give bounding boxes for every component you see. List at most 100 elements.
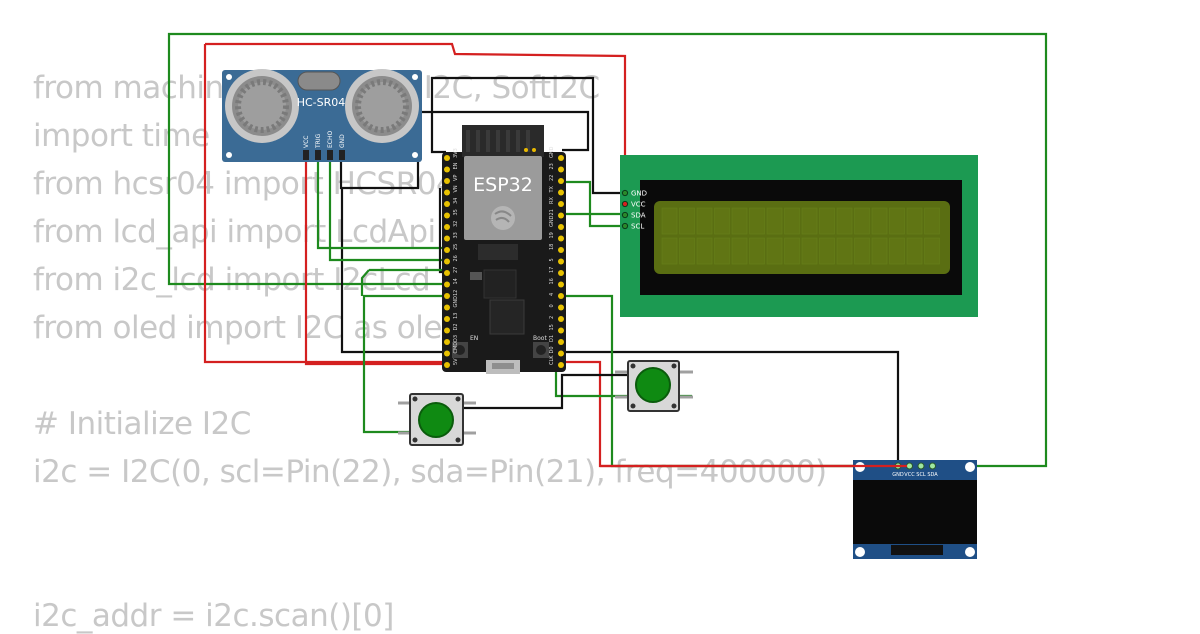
wire-gnd-esp[interactable] [430,150,446,154]
esp32-pin-label: 15 [549,324,555,330]
esp32-pin-left[interactable] [444,327,450,334]
wire-button-gnd[interactable] [462,373,630,410]
lcd-pin[interactable] [621,189,629,197]
wire-echo[interactable] [328,150,446,262]
sensor-pin-label: TRIG [315,133,322,149]
esp32-pin-right[interactable] [558,178,564,184]
esp32-pin-label: 16 [549,278,555,284]
esp32-pin-right[interactable] [558,212,564,219]
esp32-pin-right[interactable] [558,281,564,288]
code-line: # Initialize I2C [33,406,251,442]
lcd-pin-label: SDA [631,212,646,220]
esp32-pin-left[interactable] [444,189,450,196]
esp32-pin-left[interactable] [444,247,450,253]
lcd-pin[interactable] [621,222,629,230]
esp32-pin-label: 5 [549,258,555,261]
esp32-pin-left[interactable] [444,155,450,161]
esp32-pin-right[interactable] [558,189,564,196]
esp32-pin-right[interactable] [558,339,564,345]
esp32-pin-left[interactable] [444,293,450,299]
esp32-pin-right[interactable] [558,235,564,242]
wire-sensor-vcc[interactable] [304,150,445,366]
esp32-pin-left[interactable] [444,362,450,368]
push-button-left[interactable] [398,393,476,446]
esp32-pin-left[interactable] [444,339,450,345]
code-line: from lcd_api import LcdApi [33,214,436,250]
esp32-pin-label: 5V [453,358,459,365]
wire-trig[interactable] [316,150,446,250]
sensor-pin[interactable] [303,150,309,160]
esp32-pin-left[interactable] [444,281,450,288]
esp32-pin-left[interactable] [444,224,450,230]
esp32-pin-label: 12 [453,290,459,296]
esp32-pin-left[interactable] [444,350,450,357]
esp32-pin-label: 14 [453,278,459,284]
esp32-pin-left[interactable] [444,304,450,311]
esp32-pin-right[interactable] [558,155,564,161]
esp32-board[interactable]: ESP32 EN Boot 3V3ENVPVN34353233252627141… [442,125,566,374]
esp32-pin-right[interactable] [558,258,564,265]
push-button-left-cap[interactable] [418,402,454,438]
push-button-right[interactable] [615,360,693,412]
esp32-pin-right[interactable] [558,362,564,368]
wire-button2[interactable] [562,294,920,468]
wire-lcd-scl[interactable] [562,180,625,228]
sensor-label: HC-SR04 [297,96,346,109]
esp32-pin-left[interactable] [444,258,450,265]
wire-vcc-top[interactable] [205,42,627,203]
code-line: import time [33,118,210,154]
esp32-pin-right[interactable] [558,293,564,299]
esp32-pin-label: VP [453,175,459,181]
esp32-pin-label: 23 [549,163,555,169]
esp32-pin-right[interactable] [558,327,564,334]
code-line: i2c = I2C(0, scl=Pin(22), sda=Pin(21), f… [33,454,827,490]
code-line: i2c_addr = i2c.scan()[0] [33,598,394,634]
esp32-pin-right[interactable] [558,350,564,357]
oled-screen [853,480,977,544]
oled-pin[interactable] [929,462,936,470]
lcd-pin-label: SCL [631,223,644,231]
esp32-pin-left[interactable] [444,201,450,207]
esp32-pin-left[interactable] [444,166,450,173]
wire-oled-gnd[interactable] [340,188,900,466]
esp32-pin-right[interactable] [558,270,564,276]
esp32-pin-left[interactable] [444,178,450,184]
oled-pin[interactable] [906,462,913,470]
lcd-pin-label: GND [631,190,647,198]
lcd-pin[interactable] [621,200,629,208]
esp32-pin-right[interactable] [558,201,564,207]
esp32-pin-right[interactable] [558,316,564,322]
esp32-pin-label: RX [549,197,555,204]
esp32-pin-label: 17 [549,267,555,273]
esp32-pin-left[interactable] [444,316,450,322]
wire-button1[interactable] [362,294,446,434]
esp32-antenna [462,125,544,157]
wire-oled-sda[interactable] [167,32,1048,468]
esp32-pin-label: D3 [453,335,459,342]
en-button-label: EN [470,335,478,342]
esp32-pin-left[interactable] [444,235,450,242]
wire-button1-c[interactable] [360,269,370,296]
esp32-pin-label: 27 [453,267,459,273]
esp32-pin-label: 22 [549,175,555,181]
code-line: from i2c_lcd import I2cLcd [33,262,431,298]
wire-lcd-gnd[interactable] [430,76,625,195]
esp32-pin-right[interactable] [558,304,564,311]
esp32-pin-right[interactable] [558,166,564,173]
esp32-pin-right[interactable] [558,224,564,230]
oled-pin[interactable] [917,462,925,470]
esp32-pin-right[interactable] [558,247,564,253]
esp32-pin-left[interactable] [444,270,450,276]
sensor-pin[interactable] [315,150,321,160]
esp32-pin-left[interactable] [444,212,450,219]
sensor-pin[interactable] [327,150,333,160]
lcd-pin[interactable] [621,211,629,219]
sensor-pin[interactable] [339,150,345,160]
esp32-pin-label: 35 [453,209,459,215]
esp32-pin-label: 34 [453,198,459,204]
push-button-right-cap[interactable] [635,367,671,403]
